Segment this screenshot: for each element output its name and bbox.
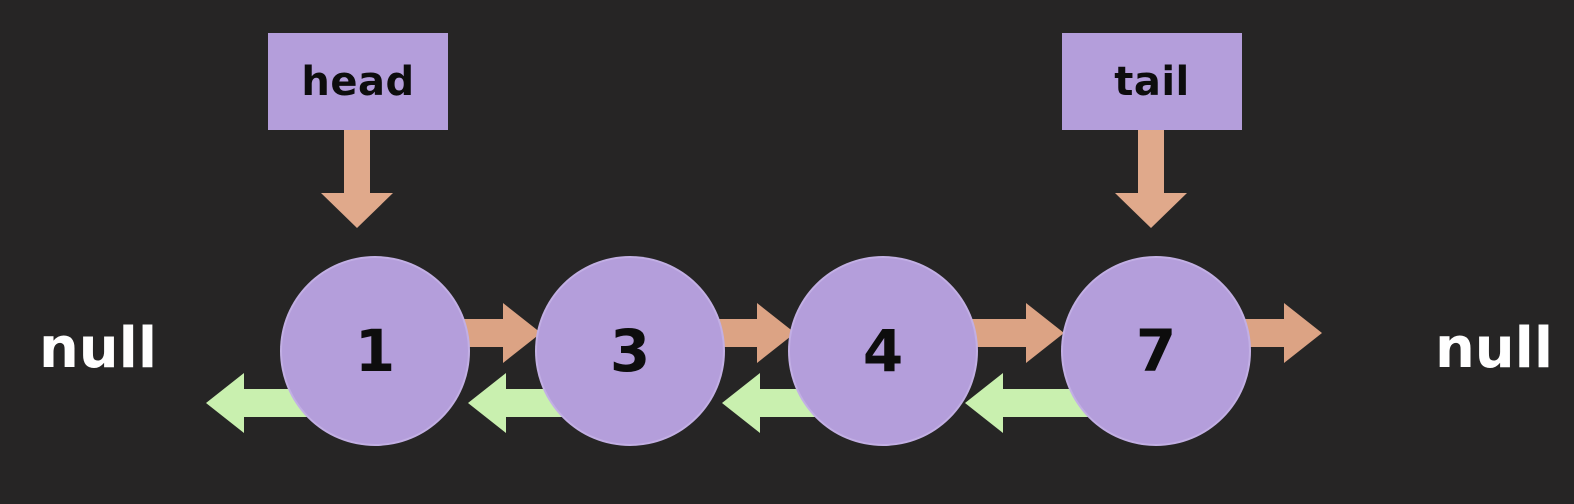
prev-arrow-3-to-1 xyxy=(468,373,634,433)
node-value: 7 xyxy=(1135,317,1177,385)
head-pointer-box: head xyxy=(268,33,448,130)
prev-arrow-1-to-null xyxy=(206,373,380,433)
list-node-7: 7 xyxy=(1063,258,1249,444)
list-node-4: 4 xyxy=(790,258,976,444)
node-value: 1 xyxy=(354,317,396,385)
null-label-right: null xyxy=(1434,316,1554,381)
tail-pointer-box: tail xyxy=(1062,33,1242,130)
tail-pointer-label: tail xyxy=(1114,58,1190,105)
list-node-1: 1 xyxy=(282,258,468,444)
prev-arrow-4-to-3 xyxy=(722,373,886,433)
list-node-3: 3 xyxy=(537,258,723,444)
tail-pointer-arrow-icon xyxy=(1115,129,1187,228)
node-value: 3 xyxy=(609,317,651,385)
head-pointer-arrow-icon xyxy=(321,129,393,228)
node-value: 4 xyxy=(862,317,904,385)
next-arrow-4-to-7 xyxy=(888,303,1064,363)
head-pointer-label: head xyxy=(301,58,415,105)
prev-arrow-7-to-4 xyxy=(965,373,1158,433)
null-label-left: null xyxy=(38,316,158,381)
